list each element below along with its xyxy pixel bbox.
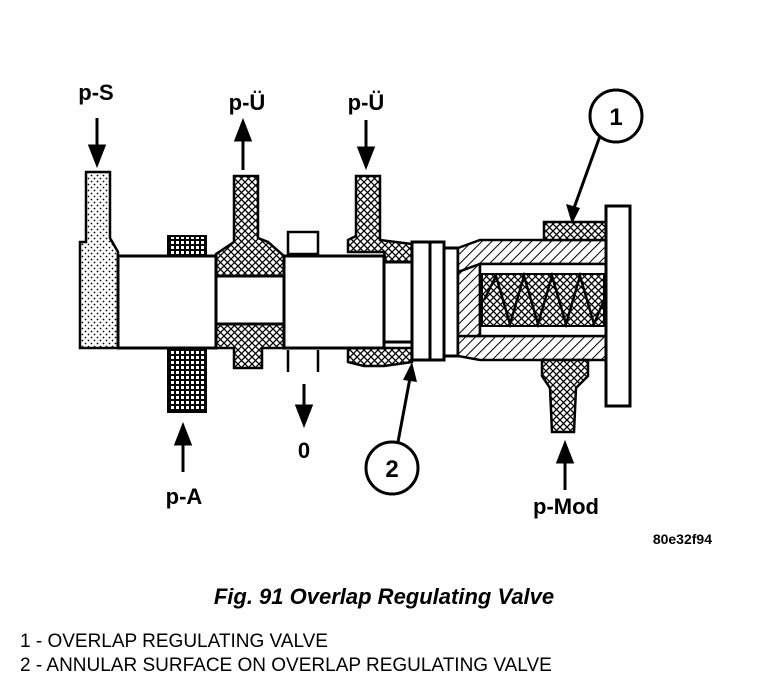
svg-text:1: 1 (609, 104, 622, 131)
arrow-p-u-2 (356, 120, 376, 171)
figure-caption: Fig. 91 Overlap Regulating Valve (213, 584, 555, 609)
legend-item: 2 - ANNULAR SURFACE ON OVERLAP REGULATIN… (20, 655, 552, 676)
arrow-p-u-1 (233, 117, 253, 170)
spring (482, 271, 606, 329)
legend: 1 - OVERLAP REGULATING VALVE 2 - ANNULAR… (20, 630, 552, 678)
overlap-regulating-valve (456, 238, 608, 362)
flow-arrows (87, 117, 575, 490)
svg-text:2: 2 (385, 456, 398, 483)
image-code: 80e32f94 (653, 531, 712, 547)
arrow-p-a (173, 421, 193, 472)
callout-2: 2 (364, 362, 420, 496)
callout-1: 1 (566, 88, 644, 224)
legend-item: 1 - OVERLAP REGULATING VALVE (20, 631, 328, 652)
arrow-exhaust (294, 384, 314, 429)
label-p-u-1: p-Ü (229, 90, 266, 115)
arrow-p-mod (555, 439, 575, 490)
label-p-s: p-S (78, 80, 113, 105)
valve-diagram: 1 2 p-S p-Ü p-Ü p-A 0 p-Mod 80e32f94 (78, 80, 712, 547)
exhaust-port (286, 230, 320, 372)
p-a-port (167, 235, 207, 413)
label-exhaust: 0 (298, 438, 310, 463)
label-p-u-2: p-Ü (348, 90, 385, 115)
p-u-port-1 (214, 174, 286, 370)
arrow-p-s (87, 118, 107, 169)
end-cap (540, 204, 632, 434)
label-p-a: p-A (166, 484, 203, 509)
p-s-port (78, 170, 120, 350)
label-p-mod: p-Mod (533, 494, 599, 519)
valve-spool (116, 240, 460, 362)
